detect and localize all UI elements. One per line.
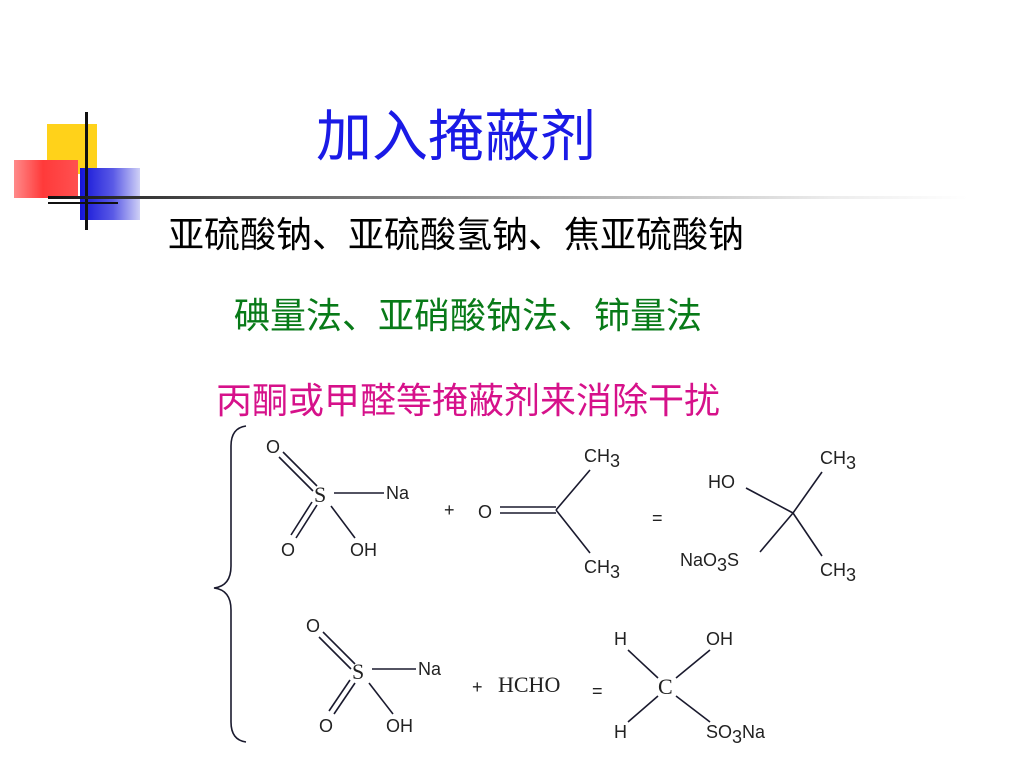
reaction1-product: CH3 HO NaO3S CH3 <box>680 448 856 585</box>
r2-oh: OH <box>386 716 413 736</box>
slide-title: 加入掩蔽剂 <box>316 105 596 170</box>
r1-o-bottom: O <box>281 540 295 560</box>
deco-blue-square <box>80 168 140 220</box>
r2-na: Na <box>418 659 442 679</box>
r1-product-nao3s: NaO3S <box>680 550 739 575</box>
r2-hcho: HCHO <box>498 672 560 697</box>
text-line-sulfites: 亚硫酸钠、亚硫酸氢钠、焦亚硫酸钠 <box>168 215 745 256</box>
r2-equals: = <box>592 681 603 701</box>
deco-short-rule <box>48 202 118 204</box>
r2-product-h-bottom: H <box>614 722 627 742</box>
r1-acetone-ch3-bottom: CH3 <box>584 557 620 582</box>
r2-product-carbon: C <box>658 674 673 699</box>
curly-brace <box>213 425 247 743</box>
r2-sulfur: S <box>352 659 364 684</box>
r1-product-ho: HO <box>708 472 735 492</box>
text-line-methods: 碘量法、亚硝酸钠法、铈量法 <box>234 296 703 337</box>
r1-na: Na <box>386 483 410 503</box>
r2-o-top: O <box>306 616 320 636</box>
deco-red-square <box>14 160 78 198</box>
reaction1-acetone: CH3 O CH3 <box>478 446 620 582</box>
reaction1-bisulfite: O S Na O OH <box>266 437 410 560</box>
r2-product-oh: OH <box>706 629 733 649</box>
r1-sulfur: S <box>314 482 326 507</box>
r2-product-so3na: SO3Na <box>706 722 766 747</box>
r1-product-ch3-bottom: CH3 <box>820 560 856 585</box>
r1-acetone-o: O <box>478 502 492 522</box>
r1-oh: OH <box>350 540 377 560</box>
r1-acetone-ch3-top: CH3 <box>584 446 620 471</box>
r1-o-top: O <box>266 437 280 457</box>
r1-product-ch3-top: CH3 <box>820 448 856 473</box>
r1-equals: = <box>652 508 663 528</box>
reaction2-bisulfite: O S Na O OH <box>306 616 442 736</box>
deco-horizontal-rule <box>48 196 968 199</box>
text-line-masking: 丙酮或甲醛等掩蔽剂来消除干扰 <box>216 381 721 422</box>
r2-o-bottom: O <box>319 716 333 736</box>
deco-vertical-line <box>85 112 88 230</box>
r2-product-h-top: H <box>614 629 627 649</box>
reaction2-product: H OH C H SO3Na <box>614 629 766 747</box>
r2-plus: + <box>472 677 483 697</box>
r1-plus: + <box>444 500 455 520</box>
